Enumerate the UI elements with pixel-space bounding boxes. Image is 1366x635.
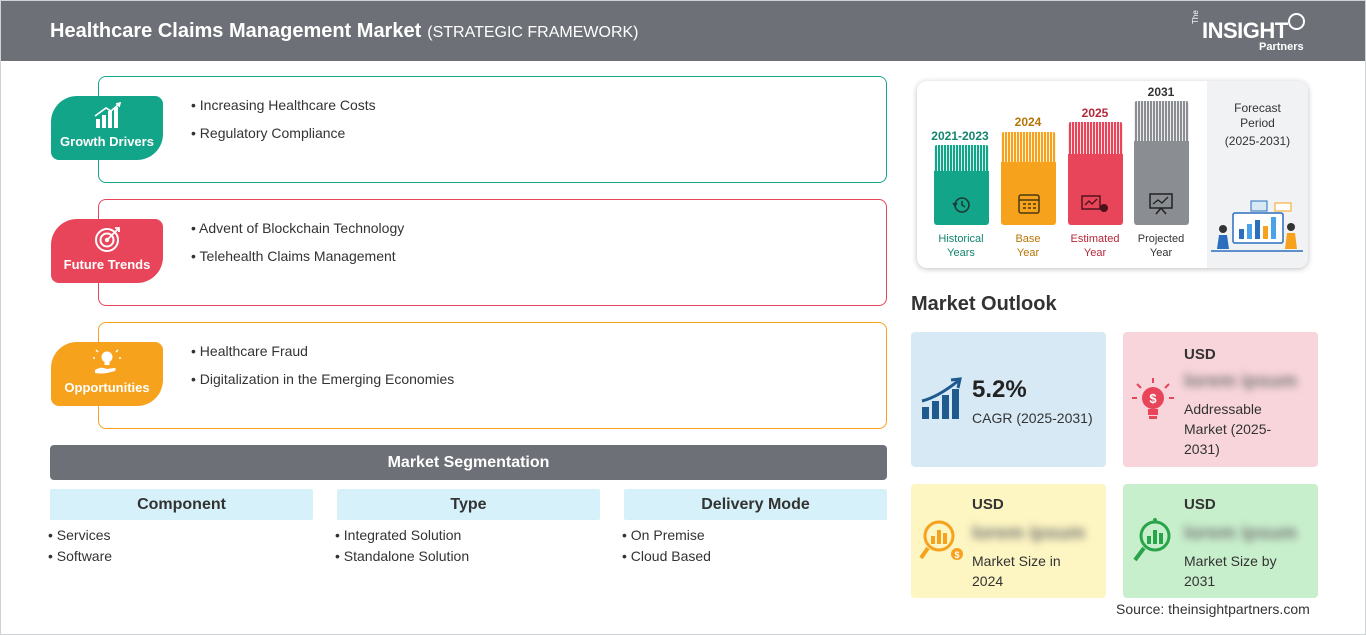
- timeline-caption-historical: Historical Years: [921, 232, 1001, 260]
- opportunities-badge: Opportunities: [51, 342, 163, 406]
- timeline-year-estimated: 2025: [1081, 106, 1109, 120]
- market-size-2031-label: Market Size by 2031: [1184, 553, 1277, 589]
- logo-ring-icon: [1288, 13, 1305, 30]
- list-item: Regulatory Compliance: [191, 125, 376, 153]
- target-icon: [95, 227, 120, 252]
- market-size-2024-value-blurred: lorem ipsum: [972, 523, 1085, 544]
- list-item: Digitalization in the Emerging Economies: [191, 371, 454, 399]
- bar-stripes: [1134, 101, 1189, 141]
- forecast-panel: Forecast Period (2025-2031): [1207, 81, 1308, 268]
- market-size-2024-card: $ USD lorem ipsum Market Size in 2024: [911, 484, 1106, 598]
- opportunities-label: Opportunities: [64, 380, 150, 395]
- bar-stripes: [1001, 132, 1056, 162]
- market-size-2024-currency: USD: [972, 496, 1004, 513]
- source-note: Source: theinsightpartners.com: [1116, 601, 1310, 617]
- market-size-2031-value-blurred: lorem ipsum: [1184, 523, 1297, 544]
- list-item: Cloud Based: [622, 548, 711, 569]
- segmentation-title: Market Segmentation: [50, 445, 887, 480]
- logo-main: INSIGHT: [1202, 18, 1288, 43]
- market-size-2024-label: Market Size in 2024: [972, 553, 1061, 589]
- timeline-caption-projected: Projected Year: [1121, 232, 1201, 260]
- growth-arrow-icon: [921, 377, 962, 419]
- page-title: Healthcare Claims Management Market (STRA…: [50, 20, 639, 43]
- chart-magnifier-icon: [1133, 518, 1171, 562]
- analytics-people-icon: [1211, 200, 1303, 252]
- list-item: Healthcare Fraud: [191, 343, 454, 371]
- segment-head-delivery-mode: Delivery Mode: [624, 489, 887, 520]
- timeline-year-projected: 2031: [1147, 85, 1175, 99]
- growth-drivers-badge: Growth Drivers: [51, 96, 163, 160]
- calendar-icon: [1018, 194, 1040, 214]
- addressable-currency: USD: [1184, 346, 1216, 363]
- cagr-card: 5.2% CAGR (2025-2031): [911, 332, 1106, 467]
- caption-line: Year: [1083, 247, 1107, 259]
- caption-line: Year: [1016, 247, 1040, 259]
- list-item: Software: [48, 548, 112, 569]
- timeline-bar-projected: [1134, 101, 1189, 225]
- logo-partners: Partners: [1259, 41, 1304, 53]
- idea-bulb-icon: $: [1132, 378, 1174, 419]
- timeline-bar-estimated: [1068, 122, 1123, 225]
- bar-stripes: [1068, 122, 1123, 154]
- timeline-caption-base: Base Year: [988, 232, 1068, 260]
- future-trends-label: Future Trends: [63, 257, 151, 272]
- future-trends-list: Advent of Blockchain Technology Teleheal…: [191, 220, 404, 276]
- list-item: Integrated Solution: [335, 527, 469, 548]
- logo-the: The: [1191, 10, 1200, 24]
- forecast-label: Forecast Period: [1234, 101, 1281, 130]
- page-subtitle: (STRATEGIC FRAMEWORK): [427, 24, 639, 41]
- bar-chart-growth-icon: [94, 102, 122, 128]
- list-item: Standalone Solution: [335, 548, 469, 569]
- history-clock-icon: [952, 197, 970, 213]
- list-item: Telehealth Claims Management: [191, 248, 404, 276]
- list-item: On Premise: [622, 527, 711, 548]
- segment-list-delivery-mode: On Premise Cloud Based: [622, 527, 711, 569]
- caption-line: Historical: [938, 233, 984, 245]
- cagr-label: CAGR (2025-2031): [972, 410, 1093, 426]
- caption-line: Estimated: [1070, 233, 1120, 245]
- header-bar: Healthcare Claims Management Market (STRA…: [1, 1, 1365, 61]
- svg-text:$: $: [954, 550, 959, 560]
- growth-drivers-list: Increasing Healthcare Costs Regulatory C…: [191, 97, 376, 153]
- market-size-2031-currency: USD: [1184, 496, 1216, 513]
- list-item: Services: [48, 527, 112, 548]
- addressable-market-card: $ USD lorem ipsum Addressable Market (20…: [1123, 332, 1318, 467]
- chart-magnifier-icon: $: [919, 520, 963, 560]
- timeline-year-base: 2024: [1014, 115, 1042, 129]
- forecast-range: (2025-2031): [1224, 134, 1291, 148]
- addressable-label: Addressable Market (2025-2031): [1184, 401, 1272, 457]
- insight-partners-logo: The INSIGHT Partners: [1191, 10, 1311, 54]
- timeline-card: 2021-2023 Historical Years 2024 Base: [917, 81, 1308, 268]
- caption-line: Years: [947, 247, 975, 259]
- svg-text:$: $: [1149, 391, 1157, 406]
- cagr-value: 5.2%: [972, 376, 1027, 403]
- segment-list-component: Services Software: [48, 527, 112, 569]
- caption-line: Base: [1015, 233, 1041, 245]
- future-trends-badge: Future Trends: [51, 219, 163, 283]
- segment-head-component: Component: [50, 489, 313, 520]
- lightbulb-hand-icon: [93, 348, 121, 374]
- segment-head-type: Type: [337, 489, 600, 520]
- caption-line: Year: [1149, 247, 1173, 259]
- addressable-value-blurred: lorem ipsum: [1184, 371, 1297, 392]
- market-size-2031-card: USD lorem ipsum Market Size by 2031: [1123, 484, 1318, 598]
- timeline-year-historical: 2021-2023: [931, 129, 989, 143]
- timeline-bar-base: [1001, 132, 1056, 225]
- gears-chart-icon: [1081, 195, 1108, 212]
- list-item: Advent of Blockchain Technology: [191, 220, 404, 248]
- segment-list-type: Integrated Solution Standalone Solution: [335, 527, 469, 569]
- market-outlook-title: Market Outlook: [911, 293, 1057, 315]
- title-text: Healthcare Claims Management Market: [50, 20, 422, 42]
- list-item: Increasing Healthcare Costs: [191, 97, 376, 125]
- timeline-bar-historical: [934, 145, 989, 225]
- caption-line: Projected: [1137, 233, 1185, 245]
- bar-stripes: [934, 145, 989, 171]
- timeline-caption-estimated: Estimated Year: [1055, 232, 1135, 260]
- presentation-board-icon: [1149, 193, 1173, 215]
- growth-drivers-label: Growth Drivers: [60, 134, 154, 149]
- opportunities-list: Healthcare Fraud Digitalization in the E…: [191, 343, 454, 399]
